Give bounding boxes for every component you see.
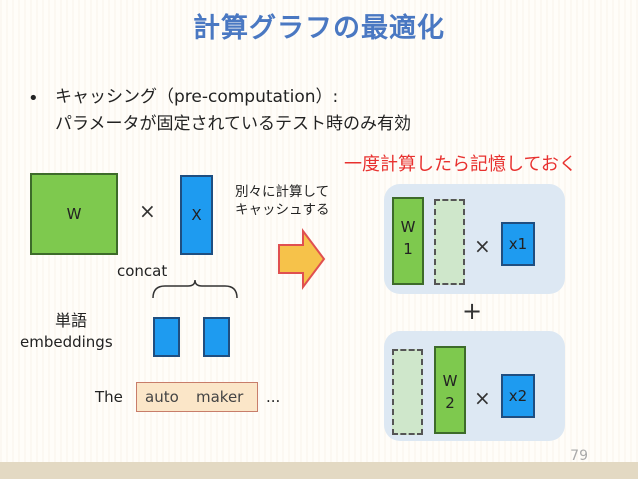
footer-bar (0, 462, 638, 479)
weight-matrix-w1-ghost (392, 349, 423, 435)
bullet-text-line1: キャッシング（pre-computation）: (55, 87, 339, 107)
input-vector-x2 (501, 374, 535, 418)
plus-symbol: + (462, 297, 483, 325)
embedding-vector-2 (203, 317, 230, 357)
weight-matrix-w1 (392, 197, 424, 285)
highlighted-words-box (136, 382, 258, 412)
embedding-vector-1 (153, 317, 180, 357)
arrow-note-line1: 別々に計算して (235, 184, 330, 200)
slide-title: 計算グラフの最適化 (193, 13, 445, 44)
word-embeddings-label-en: embeddings (20, 333, 113, 351)
cache-note: 一度計算したら記憶しておく (344, 154, 577, 175)
bullet-point: • (28, 88, 39, 109)
w1-label-number: 1 (403, 240, 413, 258)
concat-brace (152, 279, 238, 299)
w2-label-letter: W (442, 372, 458, 390)
weight-matrix-label: W (66, 205, 82, 223)
w2-label-number: 2 (445, 394, 455, 412)
multiply-symbol-top: × (474, 234, 491, 258)
weight-matrix-w2-ghost (434, 199, 465, 285)
input-vector-label: X (191, 206, 202, 224)
weight-matrix-w: W (30, 173, 118, 255)
concat-label: concat (117, 262, 168, 280)
multiply-symbol-bottom: × (474, 386, 491, 410)
w1-label-letter: W (400, 218, 416, 236)
input-vector-x: X (180, 175, 213, 255)
word-auto: auto (145, 388, 179, 406)
word-embeddings-label-jp: 単語 (55, 311, 88, 330)
right-arrow-icon (278, 228, 326, 290)
bullet-text-line2: パラメータが固定されているテスト時のみ有効 (55, 114, 411, 134)
input-vector-x1 (501, 222, 535, 266)
word-maker: maker (196, 388, 244, 406)
multiply-symbol: × (139, 199, 156, 223)
x2-label: x2 (508, 387, 528, 405)
x1-label: x1 (508, 235, 528, 253)
arrow-note-line2: キャッシュする (235, 202, 330, 218)
weight-matrix-w2 (434, 346, 466, 434)
page-number: 79 (570, 448, 588, 464)
word-the: The (95, 388, 123, 406)
word-ellipsis: ... (266, 388, 281, 406)
